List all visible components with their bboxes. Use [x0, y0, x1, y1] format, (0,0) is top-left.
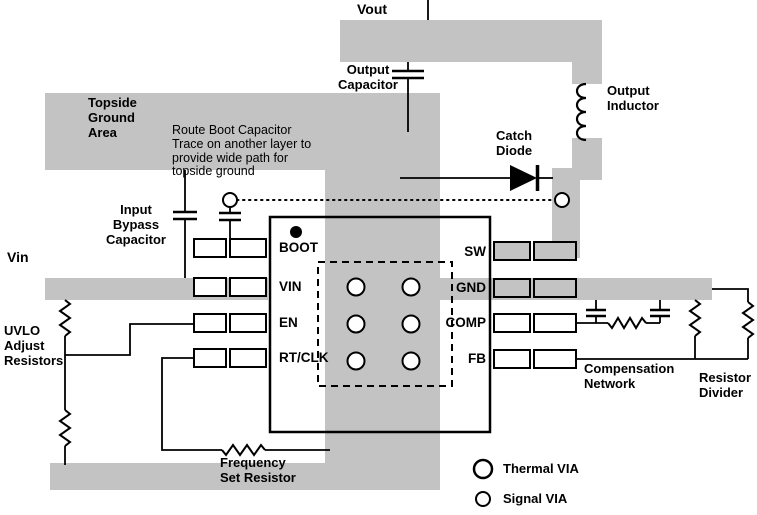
- output-capacitor-label: Output Capacitor: [338, 62, 398, 92]
- pin-label-gnd: GND: [456, 280, 486, 295]
- pad-rtclk-inner: [229, 348, 267, 368]
- compensation-network-label: Compensation Network: [584, 361, 675, 391]
- pin-label-vin: VIN: [279, 279, 302, 294]
- pad-rtclk-outer: [193, 348, 227, 368]
- pin-label-rtclk: RT/CLK: [279, 350, 329, 365]
- pin1-marker-dot: [290, 226, 302, 238]
- ic-pads: [193, 238, 577, 369]
- pad-en-outer: [193, 313, 227, 333]
- pin-label-fb: FB: [468, 351, 486, 366]
- thermal-via: [346, 314, 366, 334]
- ic-outline: [268, 215, 492, 434]
- boot-capacitor-symbol: [219, 211, 241, 222]
- pad-boot-outer: [193, 238, 227, 258]
- en-tap-wire: [65, 323, 194, 356]
- pour-center-ground-strip: [325, 93, 440, 490]
- signal-via-legend-label: Signal VIA: [503, 491, 568, 506]
- pin-label-comp: COMP: [445, 315, 487, 330]
- thermal-via-legend-label: Thermal VIA: [503, 461, 579, 476]
- uvlo-resistor1-symbol: [58, 299, 72, 337]
- comp-resistor-symbol: [607, 316, 647, 330]
- catch-diode-label: Catch Diode: [496, 128, 533, 158]
- output-inductor-symbol: [575, 82, 587, 142]
- input-bypass-capacitor-symbol: [173, 210, 197, 221]
- divider-r2-top-wire: [712, 288, 749, 302]
- route-boot-note: Route Boot Capacitor Trace on another la…: [172, 123, 312, 179]
- pin-label-en: EN: [279, 315, 298, 330]
- pad-fb-inner: [493, 349, 531, 369]
- input-bypass-capacitor-label: Input Bypass Capacitor: [106, 202, 166, 247]
- signal-via-sw: [554, 192, 570, 208]
- thermal-via: [346, 277, 366, 297]
- topside-ground-area-label: Topside Ground Area: [88, 95, 137, 140]
- comp-capacitor2-symbol: [650, 308, 670, 318]
- pad-gnd-inner: [493, 278, 531, 298]
- vout-label: Vout: [357, 1, 388, 17]
- uvlo-resistor2-symbol: [58, 409, 72, 447]
- thermal-via: [401, 277, 421, 297]
- divider-resistor1-symbol: [688, 299, 702, 337]
- divider-resistor2-symbol: [741, 301, 755, 339]
- pad-comp-outer: [533, 313, 577, 333]
- catch-diode-symbol: [510, 165, 540, 191]
- pour-inductor-upper: [572, 20, 602, 84]
- frequency-set-resistor-label: Frequency Set Resistor: [220, 455, 296, 485]
- pad-en-inner: [229, 313, 267, 333]
- thermal-via: [401, 314, 421, 334]
- pad-comp-inner: [493, 313, 531, 333]
- pad-sw-inner: [493, 241, 531, 261]
- resistor-divider-label: Resistor Divider: [699, 370, 752, 400]
- pad-sw-outer: [533, 241, 577, 261]
- signal-via-boot: [222, 192, 238, 208]
- pin-label-boot: BOOT: [279, 240, 318, 255]
- pin-label-sw: SW: [464, 244, 486, 259]
- frequency-set-resistor-symbol: [221, 443, 266, 457]
- wires: [64, 0, 749, 465]
- pour-vout-trace: [340, 20, 585, 62]
- thermal-pad-dashed-outline: [317, 261, 453, 387]
- component-symbols: [58, 69, 755, 457]
- pour-bottom-ground: [50, 463, 440, 490]
- comp-capacitor1-symbol: [586, 308, 606, 318]
- output-inductor-label: Output Inductor: [607, 83, 659, 113]
- thermal-vias: [346, 277, 421, 371]
- pad-boot-inner: [229, 238, 267, 258]
- vin-label: Vin: [7, 249, 29, 265]
- pad-vin-inner: [229, 277, 267, 297]
- pad-gnd-outer: [533, 278, 577, 298]
- signal-via-legend-icon: [475, 491, 491, 507]
- thermal-via-legend-icon: [472, 458, 494, 480]
- pad-fb-outer: [533, 349, 577, 369]
- uvlo-adjust-resistors-label: UVLO Adjust Resistors: [4, 323, 64, 368]
- thermal-via: [401, 351, 421, 371]
- rtclk-wire: [161, 357, 222, 451]
- pad-vin-outer: [193, 277, 227, 297]
- thermal-via: [346, 351, 366, 371]
- output-capacitor-symbol: [392, 69, 424, 80]
